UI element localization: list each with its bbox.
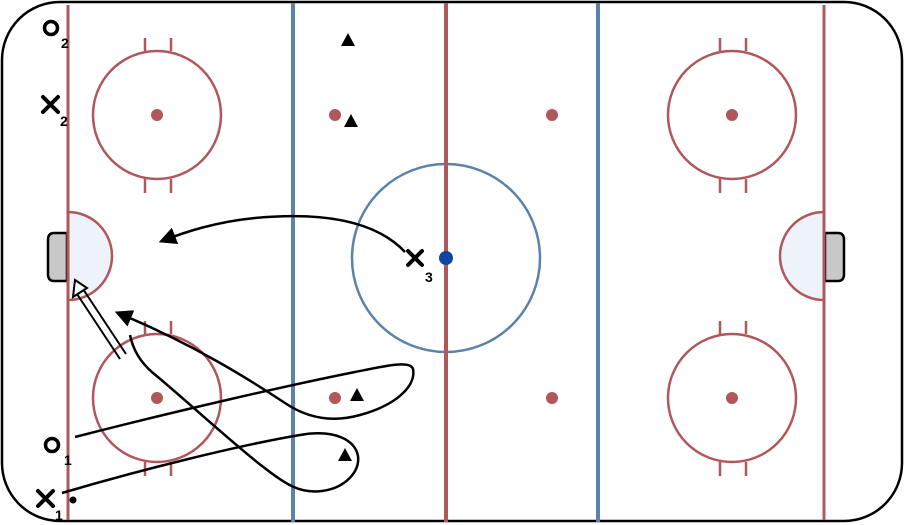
- right-goal-net: [823, 231, 846, 283]
- neutral-dot-top-right: [546, 109, 558, 121]
- x1-skate-path: [61, 334, 360, 495]
- left-goal-crease: [66, 210, 114, 302]
- faceoff-circle-bottom-right: [666, 321, 798, 476]
- faceoff-dot-bottom-left: [151, 392, 163, 404]
- faceoff-dot-top-left: [151, 109, 163, 121]
- player-x3-subscript: 3: [425, 269, 433, 285]
- player-x1: 1: [36, 489, 63, 523]
- o1-skate-path: [74, 310, 415, 439]
- player-x2: 2: [41, 95, 68, 129]
- x-player-icon: [406, 249, 424, 267]
- player-x2-subscript: 2: [60, 113, 68, 129]
- cone-icon: [338, 448, 352, 461]
- puck-icon: [69, 496, 77, 504]
- x3-skate-path: [158, 214, 406, 253]
- o-player-icon: [42, 19, 60, 37]
- faceoff-dot-bottom-right: [726, 392, 738, 404]
- player-o1: 1: [43, 436, 72, 468]
- cone-icon: [344, 114, 358, 127]
- shot-pass-arrow: [71, 278, 127, 360]
- neutral-dot-bottom-left: [329, 392, 341, 404]
- cone-icon: [341, 33, 355, 46]
- left-goal-net: [46, 231, 69, 283]
- player-o1-subscript: 1: [64, 452, 72, 468]
- player-x3: 3: [406, 249, 433, 285]
- x-player-icon: [41, 95, 60, 114]
- faceoff-dot-top-right: [726, 109, 738, 121]
- neutral-dot-top-left: [329, 109, 341, 121]
- center-ice-dot: [439, 251, 453, 265]
- player-o2: 2: [42, 19, 69, 51]
- player-o2-subscript: 2: [61, 35, 69, 51]
- x-player-icon: [36, 489, 55, 508]
- player-x1-subscript: 1: [55, 507, 63, 523]
- faceoff-circle-top-right: [666, 38, 798, 193]
- neutral-dot-bottom-right: [546, 392, 558, 404]
- right-goal-crease: [778, 210, 826, 302]
- cone-icon: [350, 388, 364, 401]
- faceoff-circle-top-left: [91, 38, 223, 193]
- o-player-icon: [43, 436, 61, 454]
